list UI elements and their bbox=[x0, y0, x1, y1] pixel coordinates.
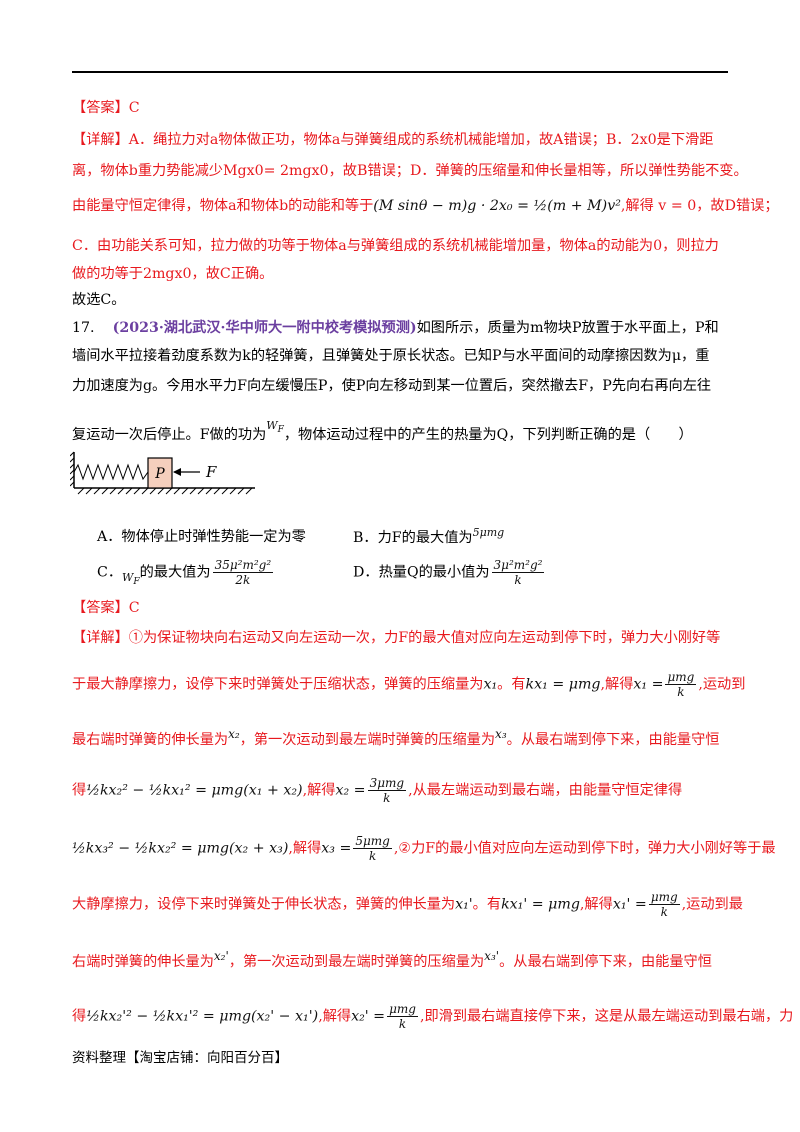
detail1-line2: 离，物体b重力势能减少Mgx0= 2mgx0，故B错误；D．弹簧的压缩量和伸长量… bbox=[72, 163, 748, 179]
detail2-line6: 大静摩擦力，设停下来时弹簧处于伸长状态，弹簧的伸长量为x₁'。有kx₁' = μ… bbox=[72, 890, 743, 919]
footer-note: 资料整理【淘宝店铺：向阳百分百】 bbox=[72, 1050, 288, 1066]
detail2-line1: 【详解】①为保证物块向右运动又向左运动一次，力F的最大值对应向左运动到停下时，弹… bbox=[72, 630, 721, 646]
detail1-line5: 做的功等于2mgx0，故C正确。 bbox=[72, 266, 274, 282]
question-number: 17. bbox=[72, 320, 95, 336]
question-17-line1: 17. (2023·湖北武汉·华中师大一附中校考模拟预测)如图所示，质量为m物块… bbox=[72, 320, 719, 336]
detail2-line7: 右端时弹簧的伸长量为x₂'，第一次运动到最左端时弹簧的压缩量为x₃'。从最右端到… bbox=[72, 949, 712, 970]
block-p bbox=[147, 457, 173, 489]
force-arrow-icon bbox=[173, 468, 181, 476]
conclusion-1: 故选C。 bbox=[72, 292, 126, 308]
answer-label-1: 【答案】C bbox=[72, 100, 140, 116]
detail1-line3: 由能量守恒定律得，物体a和物体b的动能和等于(M sinθ − m)g · 2x… bbox=[72, 198, 779, 214]
answer-label-2: 【答案】C bbox=[72, 600, 140, 616]
spring-block-diagram: P F bbox=[70, 451, 255, 495]
question-17-line3: 力加速度为g。今用水平力F向左缓慢压P，使P向左移动到某一位置后，突然撤去F，P… bbox=[72, 378, 712, 394]
detail1-line4: C．由功能关系可知，拉力做的功等于物体a与弹簧组成的系统机械能增加量，物体a的动… bbox=[72, 238, 719, 254]
question-17-line4: 复运动一次后停止。F做的功为WF，物体运动过程中的产生的热量为Q，下列判断正确的… bbox=[72, 419, 693, 443]
header-rule bbox=[72, 71, 728, 73]
detail2-line4: 得½kx₂² − ½kx₁² = μmg(x₁ + x₂),解得x₂ =3μmg… bbox=[72, 776, 683, 805]
spring bbox=[73, 463, 149, 481]
option-b[interactable]: B．力F的最大值为5μmg bbox=[353, 526, 505, 546]
question-17-line2: 墙间水平拉接着劲度系数为k的轻弹簧，且弹簧处于原长状态。已知P与水平面间的动摩擦… bbox=[72, 348, 710, 364]
detail2-line2: 于最大静摩擦力，设停下来时弹簧处于压缩状态，弹簧的压缩量为x₁。有kx₁ = μ… bbox=[72, 670, 746, 699]
question-source: (2023·湖北武汉·华中师大一附中校考模拟预测) bbox=[112, 320, 417, 336]
detail2-line8: 得½kx₂'² − ½kx₁'² = μmg(x₂' − x₁'),解得x₂' … bbox=[72, 1002, 794, 1031]
option-a[interactable]: A．物体停止时弹性势能一定为零 bbox=[97, 529, 306, 545]
detail1-line1: 【详解】A．绳拉力对a物体做正功，物体a与弹簧组成的系统机械能增加，故A错误；B… bbox=[72, 132, 714, 148]
block-label: P bbox=[154, 466, 165, 482]
detail2-line3: 最右端时弹簧的伸长量为x₂，第一次运动到最左端时弹簧的压缩量为x₃。从最右端到停… bbox=[72, 727, 720, 748]
equation-energy: (M sinθ − m)g · 2x₀ = ½(m + M)v² bbox=[373, 198, 621, 214]
force-label: F bbox=[205, 463, 217, 481]
